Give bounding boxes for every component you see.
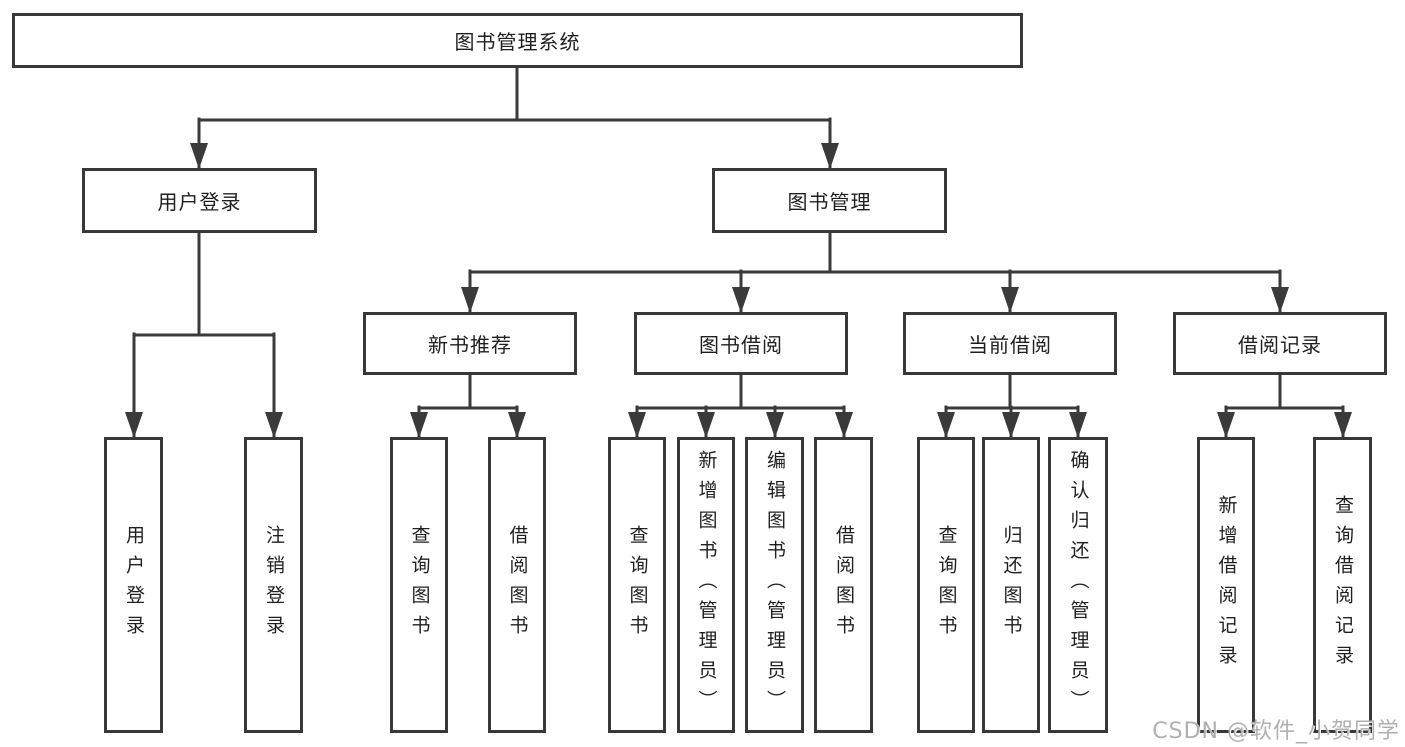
node-current-borrowing-label: 当前借阅: [968, 333, 1052, 357]
node-leaf-confirm-return-admin: 确认归还（管理员）: [1048, 437, 1108, 733]
node-leaf-edit-books-admin: 编辑图书（管理员）: [745, 437, 804, 733]
node-user-login: 用户登录: [82, 168, 317, 233]
node-leaf-confirm-return-admin-label: 确认归还（管理员）: [1067, 450, 1090, 720]
node-new-book-recommend: 新书推荐: [363, 312, 577, 375]
node-leaf-add-books-admin-label: 新增图书（管理员）: [695, 450, 718, 720]
node-leaf-return-books-label: 归还图书: [1000, 525, 1023, 645]
node-current-borrowing: 当前借阅: [903, 312, 1117, 375]
node-leaf-borrow-books-1-label: 借阅图书: [506, 525, 529, 645]
node-root-system: 图书管理系统: [12, 13, 1023, 68]
node-borrowing-records-label: 借阅记录: [1238, 333, 1322, 357]
node-leaf-user-login-label: 用户登录: [123, 525, 145, 645]
node-book-management-label: 图书管理: [787, 190, 872, 214]
node-leaf-add-borrow-record: 新增借阅记录: [1197, 437, 1255, 733]
node-leaf-logout-label: 注销登录: [263, 525, 285, 645]
edges-current-borrowing: [937, 373, 1087, 439]
node-leaf-edit-books-admin-label: 编辑图书（管理员）: [764, 450, 786, 720]
node-borrowing-records: 借阅记录: [1173, 312, 1387, 375]
node-leaf-logout: 注销登录: [244, 437, 303, 733]
node-book-management: 图书管理: [712, 168, 947, 233]
node-leaf-query-books-1-label: 查询图书: [408, 525, 431, 645]
node-book-borrowing-label: 图书借阅: [699, 333, 783, 357]
node-leaf-borrow-books-1: 借阅图书: [488, 437, 546, 733]
node-user-login-label: 用户登录: [157, 190, 242, 214]
node-leaf-query-books-2: 查询图书: [608, 437, 666, 733]
node-leaf-query-books-3-label: 查询图书: [935, 525, 958, 645]
node-leaf-borrow-books-2: 借阅图书: [814, 437, 873, 733]
node-leaf-query-borrow-record-label: 查询借阅记录: [1332, 495, 1354, 675]
node-leaf-query-books-2-label: 查询图书: [626, 525, 649, 645]
node-root-system-label: 图书管理系统: [454, 30, 581, 54]
node-new-book-recommend-label: 新书推荐: [428, 333, 512, 357]
node-leaf-add-borrow-record-label: 新增借阅记录: [1215, 495, 1238, 675]
edges-user-login: [125, 231, 283, 439]
node-leaf-query-borrow-record: 查询借阅记录: [1313, 437, 1372, 733]
edges-new-book-recommend: [410, 373, 526, 439]
node-leaf-user-login: 用户登录: [104, 437, 163, 733]
csdn-watermark: CSDN @软件_小贺同学: [1152, 719, 1400, 744]
node-book-borrowing: 图书借阅: [634, 312, 848, 375]
edges-root: [190, 66, 839, 170]
node-leaf-query-books-3: 查询图书: [917, 437, 975, 733]
edges-book-borrowing: [628, 373, 853, 439]
edges-book-management: [461, 231, 1289, 314]
node-leaf-query-books-1: 查询图书: [390, 437, 448, 733]
edges-borrowing-records: [1217, 373, 1352, 439]
node-leaf-add-books-admin: 新增图书（管理员）: [677, 437, 735, 733]
node-leaf-borrow-books-2-label: 借阅图书: [833, 525, 855, 645]
node-leaf-return-books: 归还图书: [982, 437, 1040, 733]
